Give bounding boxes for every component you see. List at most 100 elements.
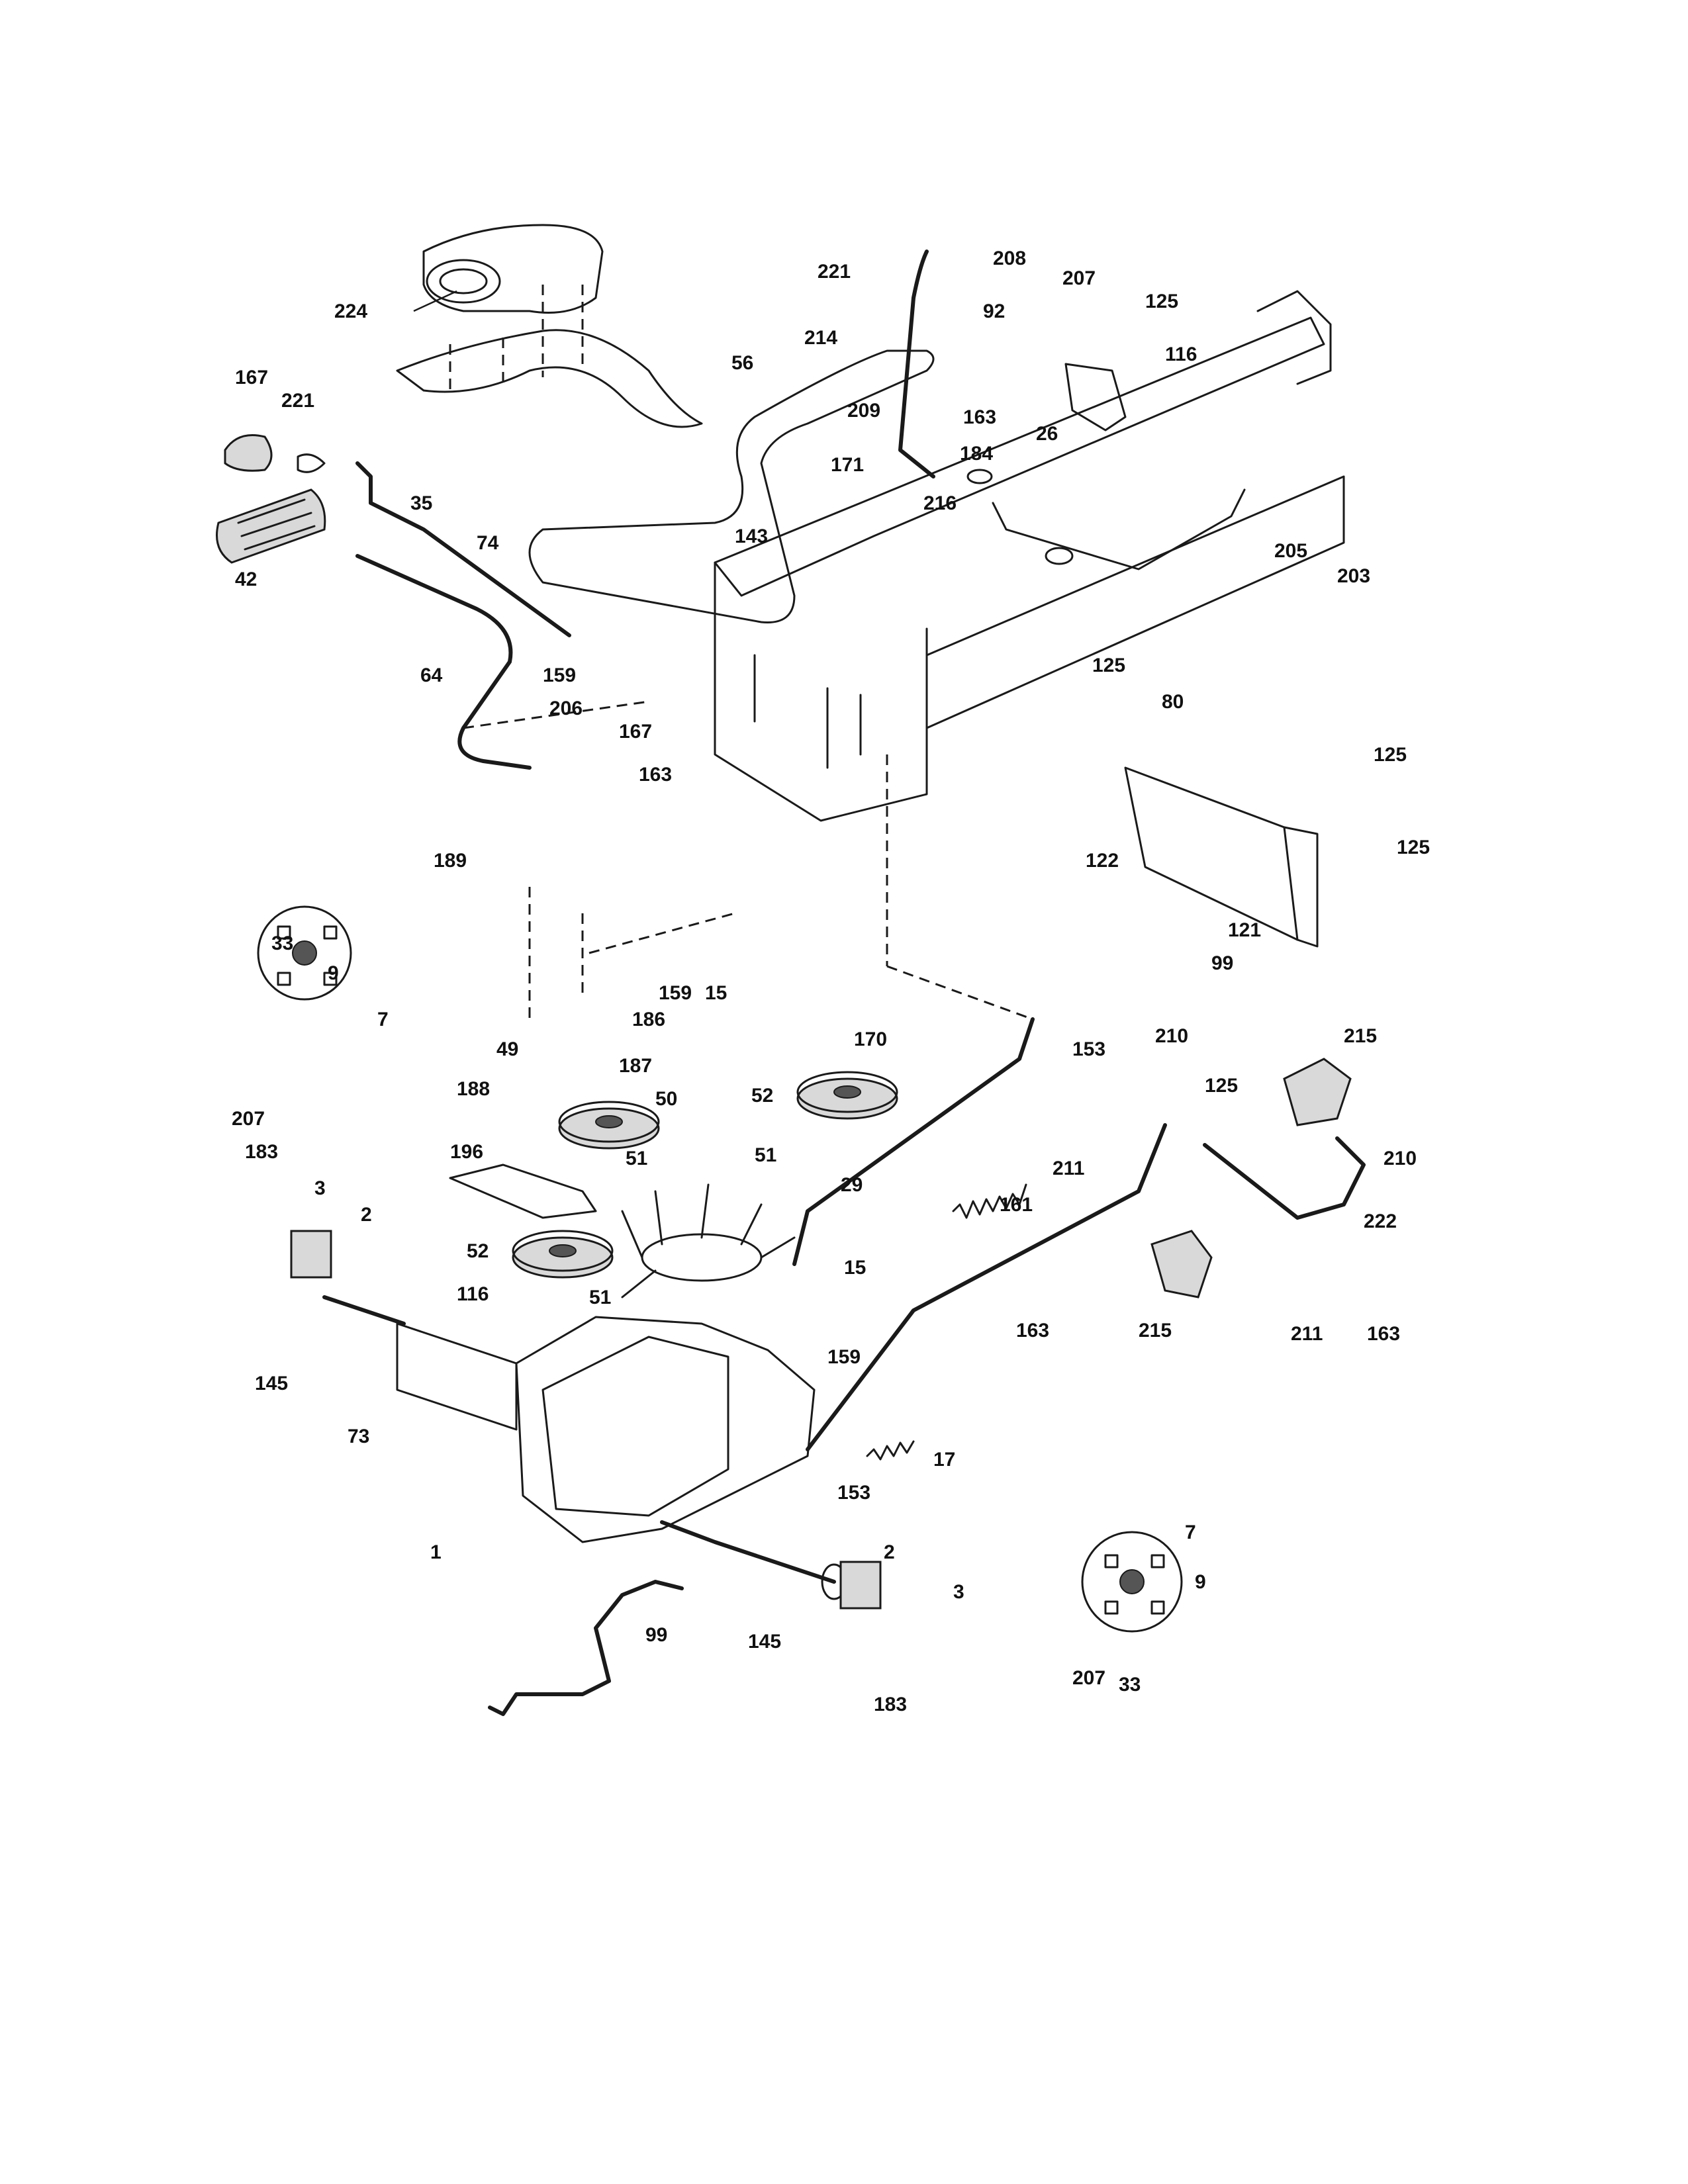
callout-125-shield-right-b: 125 [1397, 837, 1430, 858]
callout-9-left: 9 [328, 962, 339, 984]
callout-122: 122 [1086, 850, 1119, 872]
callout-74: 74 [477, 532, 499, 554]
callout-185: 184 [960, 443, 993, 465]
callout-7-right: 7 [1185, 1522, 1196, 1543]
callout-188: 189 [434, 850, 467, 872]
wheel-hub-7-right-drawing [1081, 1531, 1183, 1633]
callout-92: 92 [983, 300, 1005, 322]
pedal-arm-210-drawing [1203, 1136, 1366, 1220]
callout-171: 171 [831, 454, 864, 476]
callout-116-top: 116 [1165, 343, 1197, 365]
shield-80-drawing [1124, 766, 1319, 948]
callout-33-right: 33 [1119, 1674, 1141, 1696]
callout-159-mid: 159 [659, 982, 692, 1004]
callout-221-top: 221 [818, 261, 851, 283]
callout-64: 64 [420, 664, 443, 686]
callout-160-mid: 163 [639, 764, 672, 786]
callout-51-upper: 51 [626, 1148, 647, 1169]
callout-183-right: 183 [874, 1694, 907, 1715]
callout-116-lower: 116 [457, 1283, 489, 1305]
handle-grip-42-drawing [216, 488, 326, 564]
callout-114: 99 [1211, 952, 1233, 974]
callout-213: 214 [804, 327, 837, 349]
callout-51-lower: 51 [589, 1287, 611, 1308]
rod-163-drawing [806, 1123, 1167, 1451]
callout-17: 17 [933, 1449, 955, 1471]
callout-2-left: 2 [361, 1204, 372, 1226]
rod-209-drawing [898, 250, 935, 478]
callout-1: 1 [430, 1541, 442, 1563]
dash-cover-drawing [396, 224, 703, 428]
callout-49: 49 [496, 1038, 518, 1060]
wheel-hub-7-left-drawing [257, 905, 352, 1001]
callout-216: 216 [923, 492, 957, 514]
callout-196: 203 [1337, 565, 1370, 587]
callout-167: 167 [619, 721, 652, 743]
pedal-215-drawing [1150, 1230, 1213, 1298]
callout-145-left: 145 [255, 1373, 288, 1394]
bushing-145-left-drawing [290, 1230, 332, 1279]
pulley-52-lower-drawing [512, 1230, 614, 1279]
callout-153-upper: 153 [1072, 1038, 1105, 1060]
linkage-dashed-lines [463, 700, 1033, 1021]
lever-35-drawing [355, 461, 571, 637]
callout-163: 163 [1016, 1320, 1049, 1342]
callout-2-right: 2 [884, 1541, 895, 1563]
callout-145-right: 145 [748, 1631, 781, 1653]
callout-56: 56 [731, 352, 753, 374]
pulley-50-drawing [558, 1101, 660, 1150]
callout-222: 222 [1364, 1210, 1397, 1232]
callout-221-left: 221 [281, 390, 314, 412]
bushing-145-right-drawing [839, 1561, 882, 1610]
callout-166: 163 [1367, 1323, 1400, 1345]
callout-9-right: 9 [1195, 1571, 1206, 1593]
spring-17-drawing [866, 1440, 915, 1461]
callout-3-right: 3 [953, 1581, 964, 1603]
callout-125-top: 125 [1145, 291, 1178, 312]
callout-205-left: 207 [232, 1108, 265, 1130]
callout-170: 170 [854, 1028, 887, 1050]
callout-80: 80 [1162, 691, 1184, 713]
bracket-190-drawing [449, 1163, 597, 1219]
callout-189: 188 [457, 1078, 490, 1100]
callout-52-lower: 52 [467, 1240, 489, 1262]
callout-35: 35 [410, 492, 432, 514]
callout-207: 208 [993, 248, 1026, 269]
callout-3-left: 3 [314, 1177, 326, 1199]
shift-rod-64-drawing [355, 554, 532, 770]
callout-125-pedal: 125 [1205, 1075, 1238, 1097]
callout-203: 206 [549, 698, 583, 719]
callout-160-top: 163 [963, 406, 996, 428]
callout-7-left: 7 [377, 1009, 389, 1030]
callout-159-upper: 159 [543, 664, 576, 686]
callout-52-upper: 52 [751, 1085, 773, 1107]
callout-183-left: 183 [245, 1141, 278, 1163]
callout-187: 187 [619, 1055, 652, 1077]
callout-161: 161 [1000, 1194, 1033, 1216]
rod-29-drawing [792, 1017, 1035, 1266]
callout-190: 196 [450, 1141, 483, 1163]
callout-42: 42 [235, 569, 257, 590]
callout-215: 215 [1139, 1320, 1172, 1342]
callout-26: 26 [1036, 423, 1058, 445]
drive-belt-56-drawing [528, 349, 935, 623]
callout-211-lower: 211 [1291, 1323, 1323, 1345]
bracket-206-drawing [1064, 363, 1127, 432]
callout-159-lower: 159 [827, 1346, 861, 1368]
callout-121: 121 [1228, 919, 1261, 941]
callout-125-shield-top: 125 [1092, 655, 1125, 676]
callout-208: 210 [1155, 1025, 1188, 1047]
callout-51-right: 51 [755, 1144, 776, 1166]
callout-210: 210 [1383, 1148, 1417, 1169]
transaxle-1-drawing [322, 1183, 847, 1600]
callout-153-lower: 153 [837, 1482, 870, 1504]
spring-161-drawing [952, 1183, 1027, 1219]
chassis-frame-drawing [714, 290, 1345, 822]
callout-209: 209 [847, 400, 880, 422]
callout-33-left: 33 [271, 933, 293, 954]
callout-125-shield-right-a: 125 [1374, 744, 1407, 766]
callout-15-mid: 15 [705, 982, 727, 1004]
callout-29: 29 [841, 1174, 863, 1196]
callout-206: 207 [1062, 267, 1096, 289]
